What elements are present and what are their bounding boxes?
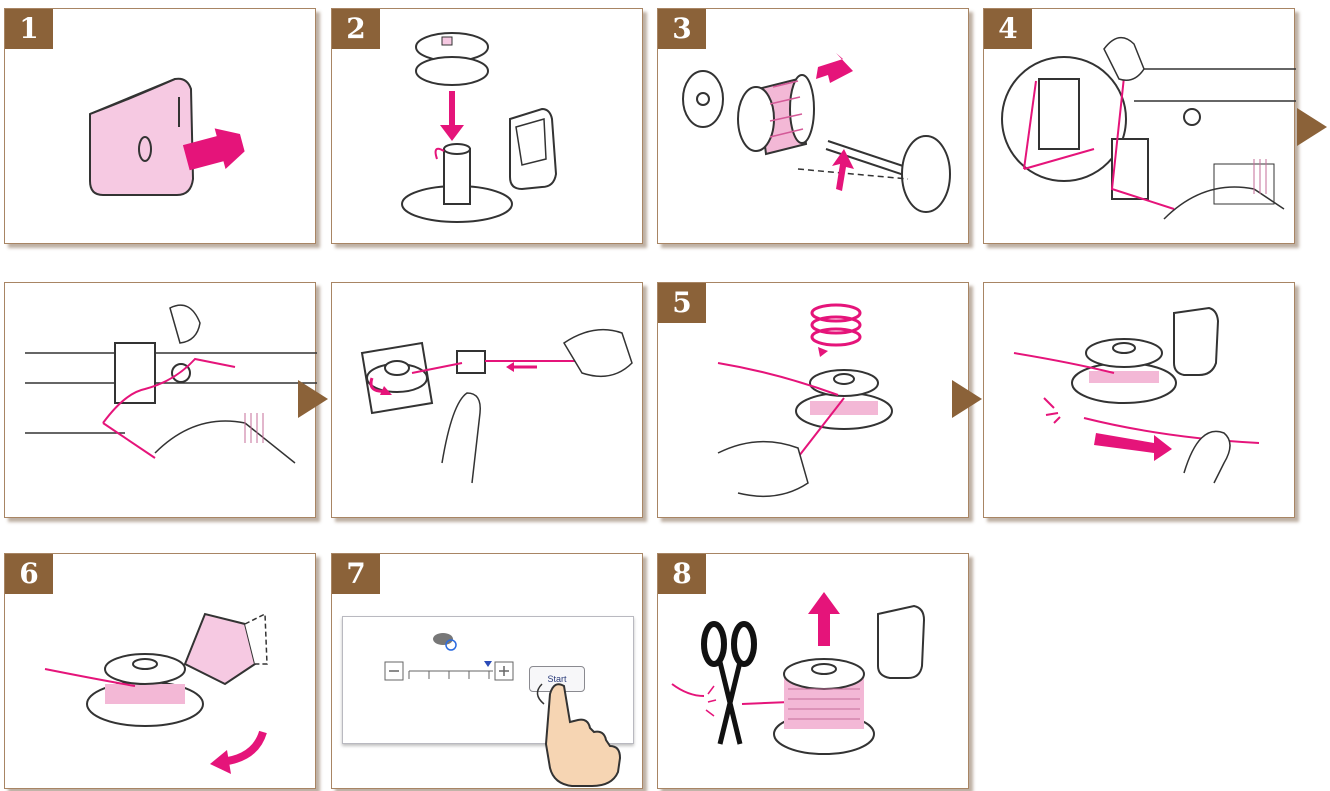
step-panel-7: Start 7 (331, 553, 643, 789)
next-arrow-icon (952, 380, 982, 418)
step-number-badge: 7 (332, 554, 380, 594)
bobbin-speed-icon (343, 617, 633, 743)
scissors-icon (704, 624, 754, 744)
touch-screen: Start (342, 616, 634, 744)
bobbin-icon (984, 283, 1296, 519)
step-number-badge: 1 (5, 9, 53, 49)
step-panel-4c (331, 282, 643, 518)
step-number-badge: 6 (5, 554, 53, 594)
step-number-badge: 3 (658, 9, 706, 49)
thread-guide-icon (5, 283, 317, 519)
step-number-badge: 2 (332, 9, 380, 49)
next-arrow-icon (1297, 108, 1327, 146)
bobbin-icon (332, 283, 644, 519)
step-panel-8: 8 (657, 553, 969, 789)
start-button[interactable]: Start (529, 666, 585, 692)
step-panel-4: 4 (983, 8, 1295, 244)
step-panel-5b (983, 282, 1295, 518)
step-number-badge: 8 (658, 554, 706, 594)
step-number-badge: 5 (658, 283, 706, 323)
step-panel-3: 3 (657, 8, 969, 244)
step-panel-1: 1 (4, 8, 316, 244)
step-panel-4b (4, 282, 316, 518)
next-arrow-icon (298, 380, 328, 418)
step-panel-5: 5 (657, 282, 969, 518)
step-number-badge: 4 (984, 9, 1032, 49)
step-panel-6: 6 (4, 553, 316, 789)
step-panel-2: 2 (331, 8, 643, 244)
